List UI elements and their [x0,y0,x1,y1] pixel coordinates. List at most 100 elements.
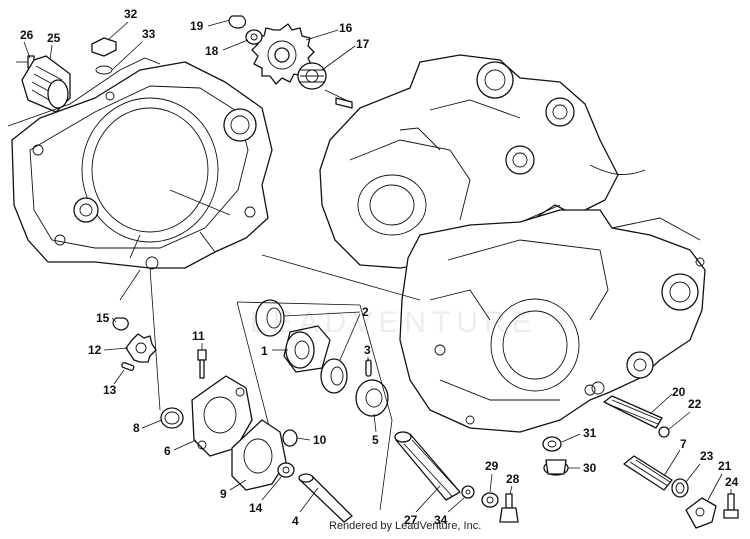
rotor-5 [355,379,389,417]
svg-text:24: 24 [725,475,739,489]
strainer-20 [603,395,663,429]
svg-text:33: 33 [142,27,156,41]
svg-text:25: 25 [47,31,61,45]
svg-text:23: 23 [700,449,714,463]
svg-text:19: 19 [190,19,204,33]
svg-text:9: 9 [220,487,227,501]
callout-20[interactable]: 20 [649,385,686,415]
bolt-11 [197,349,207,379]
svg-text:12: 12 [88,343,102,357]
svg-text:11: 11 [192,329,205,343]
guide-line [119,269,141,301]
svg-text:26: 26 [20,28,34,42]
svg-text:22: 22 [688,397,702,411]
washer-18 [245,29,263,45]
shaft-line [324,89,351,103]
svg-text:21: 21 [718,459,732,473]
assembly-bracket [236,301,393,511]
svg-text:15: 15 [96,311,110,325]
o-ring-23 [671,478,689,498]
svg-text:2: 2 [362,305,369,319]
callout-11[interactable]: 11 [192,329,205,350]
callout-30[interactable]: 30 [568,461,597,475]
circlip-15 [112,317,129,331]
callout-24[interactable]: 24 [725,475,739,494]
callout-28[interactable]: 28 [506,472,520,495]
callout-27[interactable]: 27 [404,485,441,527]
svg-text:4: 4 [292,514,299,528]
callouts: 26 25 32 33 19 18 16 17 2 1 3 5 15 12 13… [20,7,739,528]
callout-34[interactable]: 34 [434,497,465,527]
bolt-24 [723,493,739,519]
callout-14[interactable]: 14 [249,475,283,515]
cap-21 [685,497,717,529]
gasket-9 [231,419,287,491]
callout-25[interactable]: 25 [47,31,61,61]
o-ring-22 [658,426,670,438]
strainer-27 [394,431,461,501]
drain-plug [91,37,117,75]
rotor-2-lower [320,358,348,394]
circlip-19 [228,15,247,29]
gear-16 [251,23,315,85]
footer-credit: Rendered by LeadVenture, Inc. [329,520,482,532]
callout-6[interactable]: 6 [164,439,197,458]
callout-26[interactable]: 26 [20,28,34,59]
svg-text:1: 1 [261,344,268,358]
svg-text:30: 30 [583,461,597,475]
pin-3 [365,359,372,377]
callout-21[interactable]: 21 [707,459,732,501]
washer-34 [461,485,475,499]
callout-33[interactable]: 33 [111,27,156,71]
callout-2[interactable]: 2 [283,305,369,361]
svg-text:14: 14 [249,501,263,515]
svg-text:3: 3 [364,343,371,357]
oil-filter [16,55,71,113]
crankcase-upper [319,54,646,269]
o-ring-8 [160,407,184,429]
callout-10[interactable]: 10 [296,433,327,447]
svg-text:18: 18 [205,44,219,58]
callout-17[interactable]: 17 [321,37,370,71]
callout-9[interactable]: 9 [220,479,247,501]
svg-text:32: 32 [124,7,138,21]
washer-29 [481,492,499,508]
svg-text:34: 34 [434,513,448,527]
callout-8[interactable]: 8 [133,419,163,435]
callout-5[interactable]: 5 [372,413,379,447]
svg-text:10: 10 [313,433,327,447]
washer-14 [277,462,295,478]
crankcase-cover [11,61,273,270]
rotor-2-upper [255,299,285,337]
svg-text:16: 16 [339,21,353,35]
callout-1[interactable]: 1 [261,344,288,358]
svg-text:27: 27 [404,513,418,527]
callout-7[interactable]: 7 [663,437,687,477]
callout-16[interactable]: 16 [305,21,353,41]
callout-13[interactable]: 13 [103,369,125,397]
callout-29[interactable]: 29 [485,459,499,493]
pump-cover-6 [191,375,253,457]
callout-32[interactable]: 32 [107,7,138,41]
svg-text:17: 17 [356,37,370,51]
callout-18[interactable]: 18 [205,39,249,58]
callout-31[interactable]: 31 [561,426,597,443]
gear-12 [125,333,157,363]
strainer-7 [623,455,673,491]
callout-4[interactable]: 4 [292,487,319,528]
crankcase-lower [399,209,706,433]
guide-line [149,267,161,411]
callout-22[interactable]: 22 [667,397,702,431]
pin-13 [121,361,135,371]
callout-23[interactable]: 23 [685,449,714,483]
callout-12[interactable]: 12 [88,343,129,357]
svg-text:8: 8 [133,421,140,435]
callout-3[interactable]: 3 [364,343,371,362]
plug-30 [543,459,569,476]
callout-15[interactable]: 15 [96,311,117,325]
svg-text:7: 7 [680,437,687,451]
svg-text:29: 29 [485,459,499,473]
needle-bearing-17 [297,62,327,90]
callout-19[interactable]: 19 [190,19,231,33]
